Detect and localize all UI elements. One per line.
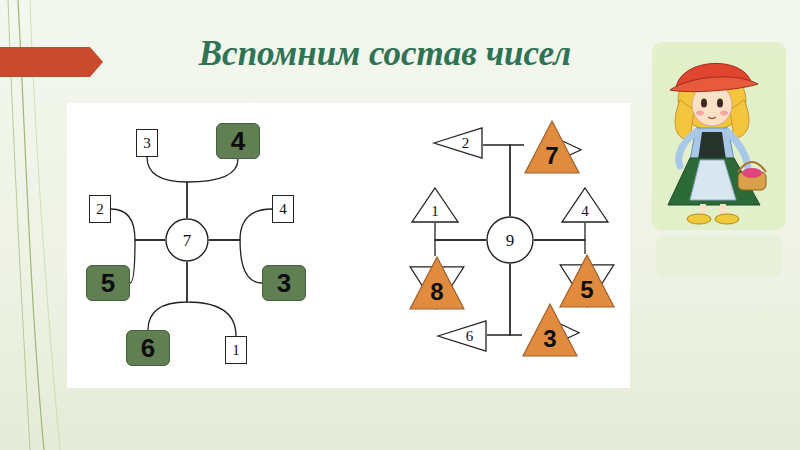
connector-line xyxy=(209,240,262,283)
number-label: 2 xyxy=(96,202,104,217)
number-label: 6 xyxy=(466,329,474,344)
number-label: 3 xyxy=(143,136,151,151)
answer-triangle: 8 xyxy=(409,256,465,310)
connector-line xyxy=(510,145,524,216)
number-label: 9 xyxy=(506,232,515,249)
answer-triangle: 3 xyxy=(522,303,578,357)
number-triangle: 2 xyxy=(433,127,483,159)
number-triangle: 4 xyxy=(561,187,609,223)
answer-box: 6 xyxy=(126,330,170,366)
connector-line xyxy=(130,240,165,283)
connector-line xyxy=(209,209,272,240)
red-arrow-banner xyxy=(0,47,103,77)
connector-line xyxy=(435,223,486,240)
connector-line xyxy=(187,159,238,218)
number-label: 1 xyxy=(232,343,240,358)
answer-triangle: 5 xyxy=(559,254,615,308)
number-label: 8 xyxy=(430,280,443,304)
answer-box: 3 xyxy=(262,265,306,301)
center-circle: 7 xyxy=(165,218,209,262)
connector-line xyxy=(510,264,522,335)
answer-box: 4 xyxy=(216,123,260,159)
connector-line xyxy=(487,264,510,335)
girl-illustration xyxy=(652,42,786,276)
number-label: 3 xyxy=(543,327,556,351)
number-box: 4 xyxy=(272,195,294,223)
connector-line xyxy=(147,157,187,218)
number-label: 1 xyxy=(431,204,439,219)
triangle-outline xyxy=(433,127,483,159)
number-label: 4 xyxy=(279,202,287,217)
number-label: 4 xyxy=(581,204,589,219)
number-label: 5 xyxy=(580,278,593,302)
connector-line xyxy=(187,262,236,336)
number-label: 4 xyxy=(231,128,245,154)
answer-triangle: 7 xyxy=(524,120,580,174)
number-label: 2 xyxy=(462,136,470,151)
connector-line xyxy=(435,240,486,256)
triangle-outline xyxy=(437,320,487,352)
number-label: 6 xyxy=(141,335,155,361)
connector-line xyxy=(148,262,187,330)
number-label: 7 xyxy=(183,232,192,249)
number-triangle: 1 xyxy=(411,187,459,223)
center-circle: 9 xyxy=(486,216,534,264)
number-label: 3 xyxy=(277,270,291,296)
connector-line xyxy=(534,223,585,240)
number-box: 2 xyxy=(89,195,111,223)
answer-box: 5 xyxy=(86,265,130,301)
number-label: 5 xyxy=(101,270,115,296)
slide-title: Вспомним состав чисел xyxy=(150,34,620,74)
number-triangle: 6 xyxy=(437,320,487,352)
connector-line xyxy=(534,240,585,254)
connector-line xyxy=(111,209,165,240)
connector-line xyxy=(483,145,510,216)
number-label: 7 xyxy=(545,144,558,168)
number-box: 3 xyxy=(136,129,158,157)
white-panel xyxy=(67,103,630,388)
number-box: 1 xyxy=(225,336,247,364)
